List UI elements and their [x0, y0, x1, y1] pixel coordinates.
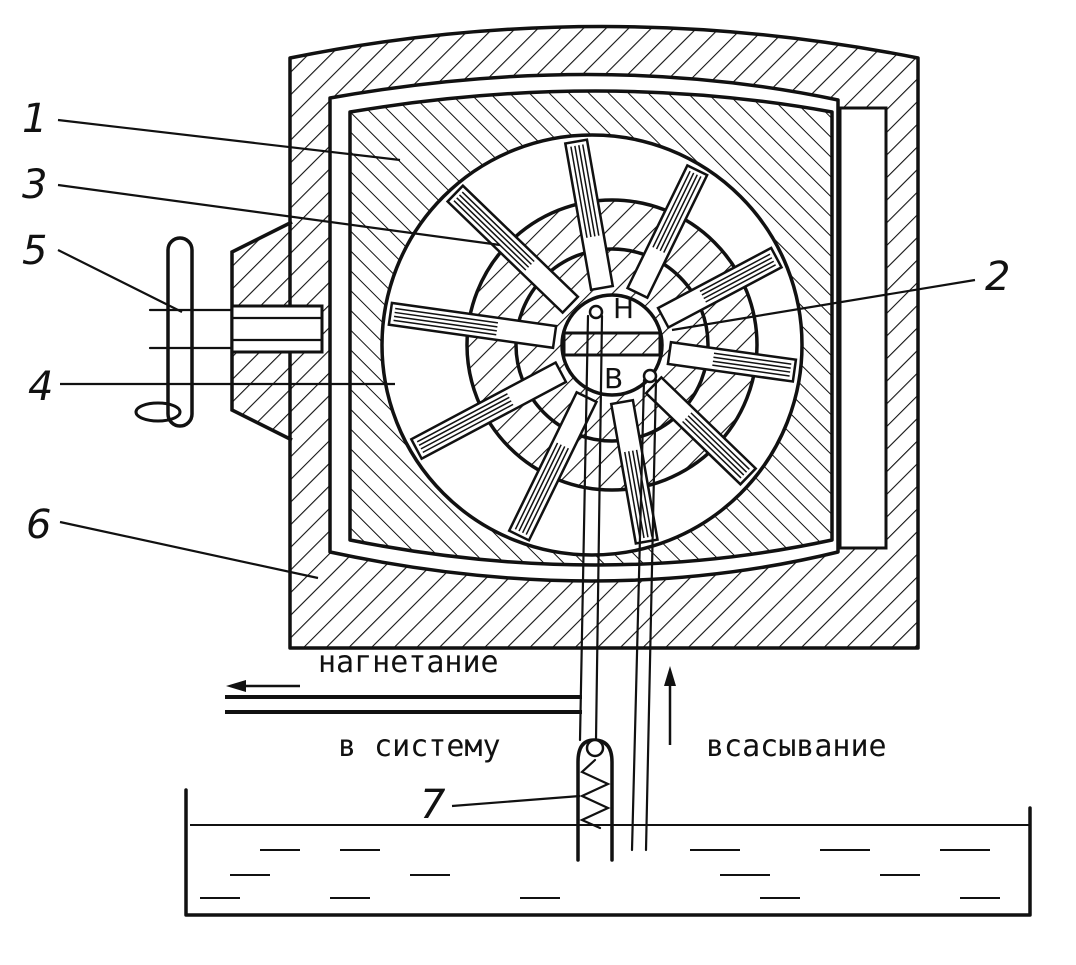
vane: [656, 246, 784, 330]
label-2: 2: [985, 254, 1010, 300]
vane: [563, 138, 615, 292]
suction-port-label: В: [604, 362, 623, 395]
label-3: 3: [22, 162, 47, 208]
discharge-pipe: [225, 314, 604, 742]
liquid-surface: [190, 824, 1030, 899]
suction-pipe: [630, 378, 658, 852]
to-system-caption: в систему: [338, 729, 501, 764]
pressure-port-label: Н: [613, 292, 634, 325]
label-4: 4: [28, 364, 53, 410]
label-1: 1: [22, 96, 47, 142]
suction-caption: всасывание: [706, 729, 887, 764]
oil-tank: [184, 788, 1032, 917]
leader-lines: [57, 118, 976, 808]
vane: [666, 340, 798, 383]
vane: [387, 301, 558, 350]
distributor-axle: Н В: [560, 292, 664, 397]
vanes: [387, 138, 798, 545]
vane: [507, 390, 599, 543]
vane: [445, 183, 580, 315]
vane: [625, 163, 709, 300]
label-7: 7: [420, 782, 446, 828]
discharge-caption: нагнетание: [318, 645, 499, 680]
adjusting-handwheel[interactable]: [134, 236, 234, 428]
vane: [409, 360, 568, 461]
label-6: 6: [26, 502, 51, 548]
vane: [644, 375, 758, 487]
adjusting-boss: [230, 220, 324, 442]
label-5: 5: [22, 228, 47, 274]
suction-arrow: [664, 666, 676, 745]
discharge-arrow: [226, 680, 300, 692]
relief-valve: [576, 738, 614, 862]
